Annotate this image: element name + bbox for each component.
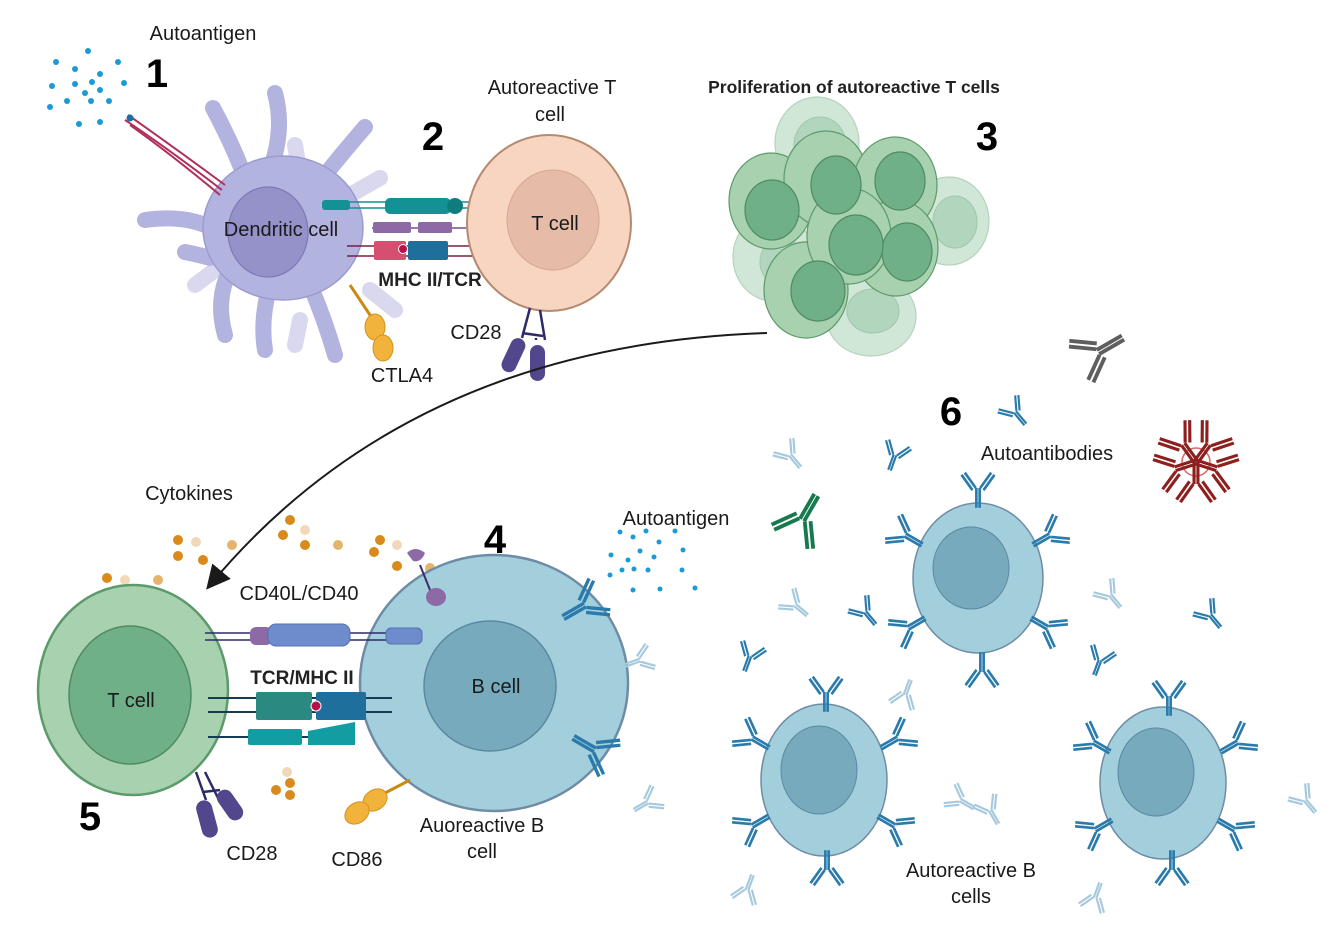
dendritic-cell-label: Dendritic cell: [224, 219, 338, 241]
proliferation-title: Proliferation of autoreactive T cells: [708, 77, 1000, 97]
mhc-tcr-label: MHC II/TCR: [378, 270, 482, 291]
cytokines-label: Cytokines: [145, 483, 233, 505]
dendritic-cell: Dendritic cell: [137, 85, 403, 363]
gray-antibody: [1064, 314, 1137, 386]
autoantibodies-label: Autoantibodies: [981, 443, 1113, 465]
t-cell-top-label: T cell: [531, 213, 578, 235]
bcr-receptor-purple: [407, 549, 446, 606]
progression-arrow: [206, 332, 768, 590]
autoreactive-b-cell-c: [1070, 679, 1261, 887]
tcr-mhc-complex-bottom: [208, 692, 392, 745]
autoantigen-mid-label: Autoantigen: [623, 508, 730, 530]
autoreactive-b-cell-a: [882, 471, 1073, 689]
cytokine-particles: [102, 515, 435, 800]
autoreactive-b-cell: B cell: [358, 553, 630, 813]
cd28-receptor-bottom: [194, 771, 244, 838]
cd28-receptor-top: [501, 307, 547, 381]
tcr-mhc-label: TCR/MHC II: [250, 668, 353, 689]
b-cell-label: B cell: [472, 676, 521, 698]
cd86-molecule: [344, 778, 411, 825]
t-cell-bottom: T cell: [36, 583, 230, 797]
auoreactive-b-label-line1: Auoreactive B: [420, 815, 545, 837]
cd28-bottom-label: CD28: [226, 843, 277, 865]
step-number-3: 3: [976, 115, 998, 159]
pentameric-igm-antibody: [1150, 416, 1242, 504]
step-number-2: 2: [422, 115, 444, 159]
ctla4-label: CTLA4: [371, 365, 433, 387]
step-number-1: 1: [146, 52, 168, 96]
autoreactive-b-cell-b: [729, 675, 921, 887]
bound-antigen: [126, 114, 134, 122]
cd86-label: CD86: [331, 849, 382, 871]
autoantigen-particles-mid: [607, 528, 698, 593]
autoreactive-t-cell: T cell: [466, 134, 632, 312]
autoreactive-t-label-line1: Autoreactive T: [488, 77, 617, 99]
auoreactive-b-label-line2: cell: [467, 841, 497, 863]
ctla4-molecule: [348, 284, 394, 362]
cd40l-cd40-complex: [205, 623, 423, 647]
t-cell-bottom-label: T cell: [107, 690, 154, 712]
green-antibody: [768, 481, 840, 554]
autoantigen-particles-top: [47, 48, 127, 127]
autoreactive-b-cells-label-line2: cells: [951, 886, 991, 908]
proliferating-t-cell-cluster: [728, 96, 990, 357]
cd40l-cd40-label: CD40L/CD40: [240, 583, 359, 605]
mhc-tcr-complex-top: [322, 198, 492, 260]
step-number-5: 5: [79, 795, 101, 839]
autoantigen-top-label: Autoantigen: [150, 23, 257, 45]
step-number-6: 6: [940, 390, 962, 434]
step-number-4: 4: [484, 518, 507, 562]
autoreactive-b-cells-label-line1: Autoreactive B: [906, 860, 1036, 882]
pattern-recognition-receptor: [124, 114, 226, 196]
cd28-top-label: CD28: [450, 322, 501, 344]
autoreactive-t-label-line2: cell: [535, 104, 565, 126]
